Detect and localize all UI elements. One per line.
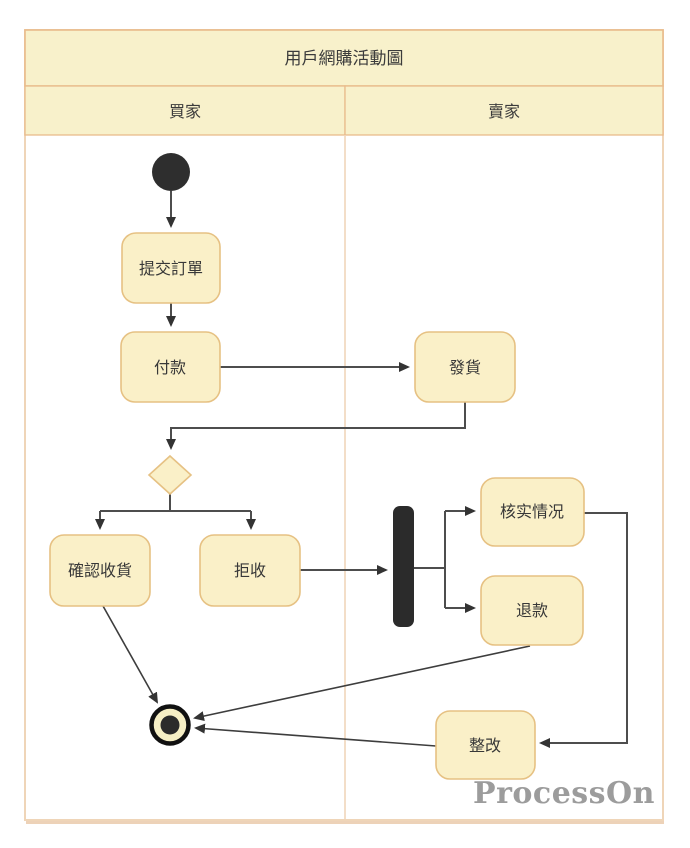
lane-label-seller: 賣家 (488, 103, 520, 121)
activity-ship[interactable]: 發貨 (414, 331, 516, 403)
thin-edges (102, 605, 531, 747)
activity-submit-order[interactable]: 提交訂單 (121, 232, 221, 304)
pool-title: 用戶網購活動圖 (285, 49, 404, 68)
start-node[interactable] (152, 153, 190, 191)
swimlane-pool: 用戶網購活動圖 買家 賣家 (24, 29, 664, 824)
activity-rectify[interactable]: 整改 (435, 710, 536, 780)
processon-watermark: ProcessOn (473, 776, 655, 811)
activity-label: 確認收貨 (68, 562, 132, 580)
activity-confirm-receipt[interactable]: 確認收貨 (49, 534, 151, 607)
decision-diamond[interactable] (147, 454, 193, 496)
end-node[interactable] (149, 704, 191, 746)
fork-bar[interactable] (393, 506, 414, 627)
edge-verify-to-rectify (539, 512, 628, 748)
edge-refund-to-end (193, 645, 531, 721)
activity-label: 核实情况 (500, 503, 564, 521)
lane-header-buyer (24, 85, 346, 136)
activity-label: 拒收 (234, 562, 266, 580)
edges (95, 191, 628, 748)
activity-label: 發貨 (449, 359, 481, 377)
end-node-dot (160, 715, 180, 735)
lane-label-buyer: 買家 (169, 103, 201, 121)
activity-refund[interactable]: 退款 (480, 575, 584, 646)
edge-confirm-to-end (102, 605, 158, 704)
activity-reject[interactable]: 拒收 (199, 534, 301, 607)
activity-pay[interactable]: 付款 (120, 331, 221, 403)
activity-label: 付款 (154, 359, 186, 377)
edge-ship-to-decision (166, 402, 466, 450)
edge-rectify-to-end (194, 723, 437, 747)
activity-label: 退款 (516, 602, 548, 620)
activity-label: 整改 (469, 737, 501, 755)
activity-label: 提交訂單 (139, 260, 203, 278)
activity-verify[interactable]: 核实情况 (480, 477, 585, 547)
pool-body (24, 29, 664, 821)
lane-header-seller (344, 85, 664, 136)
